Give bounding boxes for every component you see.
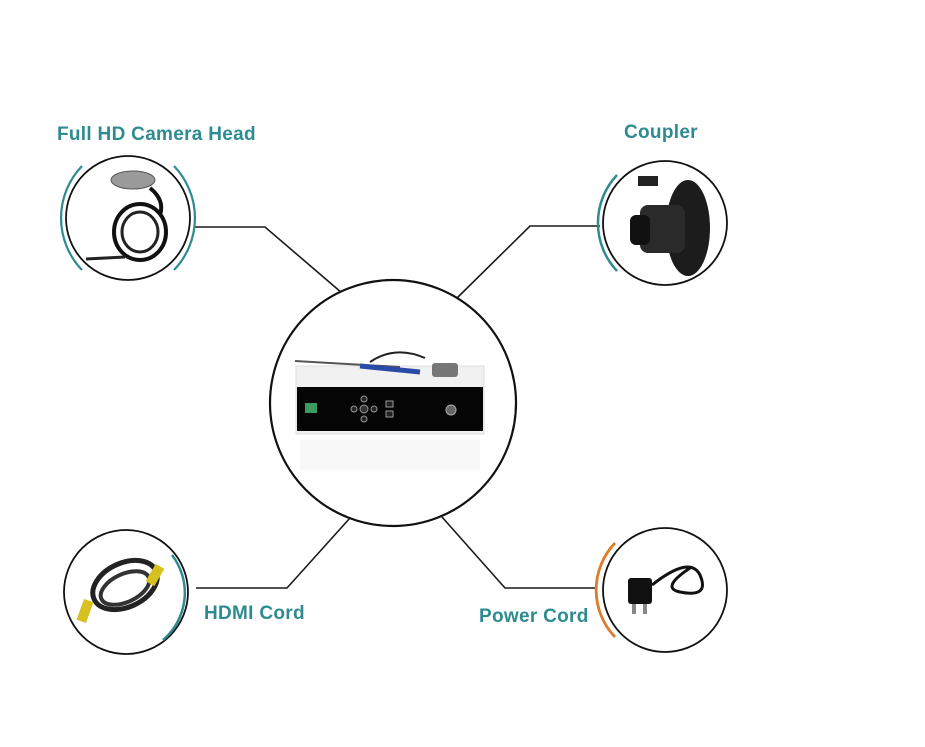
camera-system-photo-icon <box>294 351 485 470</box>
connector-power <box>441 516 596 589</box>
connector-camera-head <box>195 226 343 294</box>
label-camera-head: Full HD Camera Head <box>57 124 256 145</box>
power-cord-photo-icon <box>628 565 704 614</box>
label-coupler: Coupler <box>624 122 698 143</box>
connector-lines <box>195 225 600 589</box>
label-power-cord: Power Cord <box>479 606 589 627</box>
camera-head-photo-icon <box>85 170 168 262</box>
teal-arc <box>59 165 83 271</box>
orange-arc <box>594 542 617 638</box>
camera-head-node <box>59 155 197 281</box>
coupler-node <box>596 160 728 286</box>
teal-arc <box>173 165 197 271</box>
connector-coupler <box>454 225 600 301</box>
coupler-photo-icon <box>630 176 710 276</box>
connector-hdmi <box>196 517 351 589</box>
camera-system-node <box>268 278 518 528</box>
power-cord-node <box>594 527 728 653</box>
teal-arc <box>162 554 187 641</box>
hdmi-cord-photo-icon <box>76 557 165 624</box>
label-hdmi-cord: HDMI Cord <box>204 603 305 624</box>
teal-arc <box>596 174 618 272</box>
hdmi-cord-node <box>63 529 189 655</box>
